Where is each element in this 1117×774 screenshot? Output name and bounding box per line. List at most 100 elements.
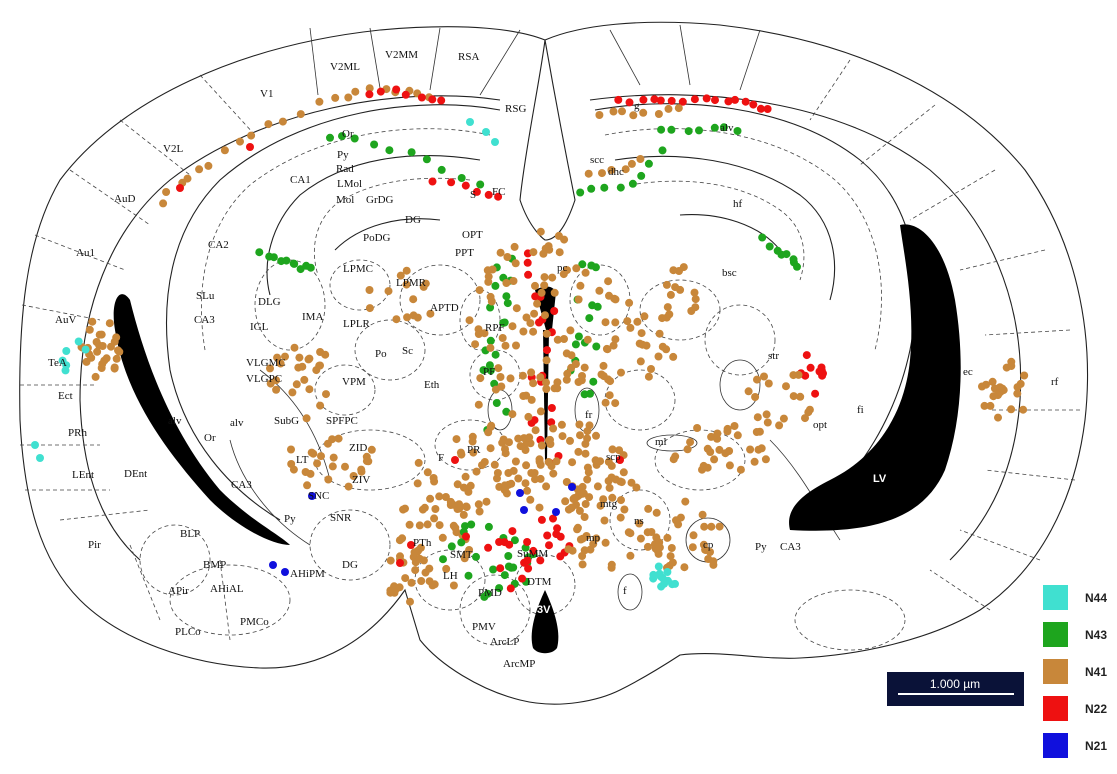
region-label-smt: SMT [450,549,473,561]
cell-marker [484,190,493,199]
legend-label: N21 [1085,739,1107,753]
cell-marker [598,169,606,178]
cell-marker [644,504,653,513]
cell-marker [289,259,298,268]
region-label-eth: Eth [424,379,440,391]
cell-marker [472,552,480,561]
cell-marker [499,318,508,327]
region-label-v1: V1 [260,88,273,100]
cell-marker [593,482,602,491]
region-label-pmv: PMV [472,621,496,633]
cell-marker [555,248,564,257]
cell-marker [604,277,613,286]
cell-marker [429,474,438,482]
cell-marker [464,487,473,496]
cell-marker [531,426,540,435]
cell-marker [309,449,318,458]
region-label-arcmp: ArcMP [503,658,535,670]
cell-marker [486,336,495,345]
cell-marker [112,354,121,363]
cell-marker [573,525,582,534]
cell-marker [281,568,289,576]
region-label-g: g [634,100,640,112]
cell-marker [559,270,568,279]
cell-marker [491,385,500,394]
cell-marker [110,337,119,346]
cell-marker [446,497,455,506]
cell-marker [668,580,677,589]
cell-marker [567,363,576,372]
cell-marker [679,263,688,272]
region-label-rf: rf [1051,376,1059,388]
region-label-igl: IGL [250,321,269,333]
cell-marker [549,424,558,433]
cell-marker [526,319,535,328]
region-label-pmco: PMCo [240,616,269,628]
cell-marker [455,500,464,509]
cell-marker [811,389,820,398]
cell-marker [736,465,745,474]
region-label-alv3: alv [720,122,734,134]
cell-marker [475,286,484,295]
cell-marker [556,532,565,541]
cell-marker [662,345,671,354]
cell-marker [509,563,518,572]
cell-marker [640,312,649,321]
cell-marker [466,118,474,126]
scale-bar-label: 1.000 µm [930,677,980,691]
cell-marker [578,560,587,569]
cell-marker [281,352,289,361]
cell-marker [566,436,574,445]
region-label-apir: APir [168,585,189,597]
cell-marker [595,286,604,295]
cell-marker [636,155,645,163]
cell-marker [616,456,624,464]
cell-marker [457,174,466,182]
cell-marker [508,527,517,536]
region-label-bmp: BMP [203,559,226,571]
cell-marker [680,563,689,572]
cell-marker [508,322,517,331]
cell-marker [552,508,560,516]
region-label-v3: 3V [537,604,551,616]
cell-marker [540,273,549,282]
cell-marker [294,363,303,372]
cell-marker [604,477,613,485]
cell-marker [537,288,546,297]
cell-marker [660,579,669,588]
cell-marker [162,188,171,196]
cell-marker [302,414,311,423]
cell-marker [636,357,645,366]
cell-marker [793,262,801,271]
cell-marker [413,479,422,488]
cell-marker [576,281,585,290]
cell-marker [496,564,505,573]
region-label-au1: Au1 [76,247,95,259]
cell-marker [502,292,511,301]
cell-marker [395,583,404,592]
cell-marker [306,263,315,272]
cell-marker [548,273,557,282]
region-label-subg: SubG [274,415,299,427]
cell-marker [669,455,678,464]
cell-marker [690,288,699,297]
cell-marker [95,330,104,339]
cell-marker [668,558,677,567]
cell-marker [570,494,579,502]
cell-marker [87,353,96,362]
cell-marker [518,371,527,380]
cell-marker [698,510,707,519]
region-label-hf: hf [733,198,743,210]
region-label-snr: SNR [330,512,352,524]
cell-marker [654,562,663,571]
cell-marker [557,420,566,429]
cell-marker [600,516,609,525]
cell-marker [74,337,83,346]
cell-marker [585,314,594,323]
region-label-rsg: RSG [505,103,526,115]
cell-marker [471,340,480,349]
cell-marker [607,560,616,569]
cell-marker [498,334,507,342]
cell-marker [760,372,768,381]
cell-marker [512,304,521,313]
